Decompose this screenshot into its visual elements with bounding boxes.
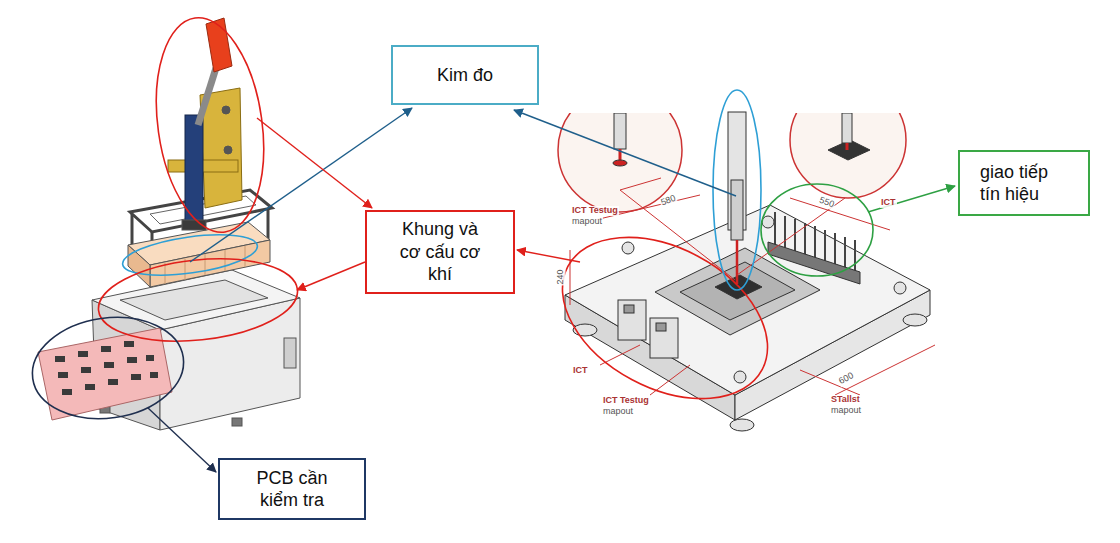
ict-fixture [784, 216, 786, 249]
press-fixture [124, 341, 134, 347]
ict-fixture [624, 305, 634, 313]
press-fixture [81, 367, 91, 373]
figure-label: 600 [837, 371, 857, 388]
press-fixture [224, 146, 232, 154]
figure-label: 580 [659, 193, 678, 208]
press-fixture [222, 106, 230, 114]
press-fixture [78, 351, 88, 357]
ict-fixture [794, 219, 796, 253]
ict-fixture [768, 242, 860, 284]
press-fixture [185, 259, 186, 280]
press-fixture [58, 372, 68, 378]
leader-line [257, 118, 372, 208]
figure-label: ICT [880, 198, 897, 208]
ict-fixture [835, 345, 935, 395]
press-fixture [245, 246, 246, 267]
ict-fixture [762, 216, 774, 228]
press-fixture [150, 372, 158, 378]
callout-text: giao tiếp tín hiệu [980, 161, 1068, 206]
leader-line [514, 110, 736, 196]
press-fixture [128, 245, 150, 287]
callout-text: PCB cần kiểm tra [244, 467, 340, 512]
callout-text: Khung và cơ cấu cơ khí [394, 218, 486, 286]
leader-line [297, 262, 365, 290]
highlight-ellipse [120, 228, 260, 283]
ict-fixture [824, 230, 826, 265]
ict-fixture [790, 198, 890, 230]
ict-fixture [620, 190, 735, 280]
press-fixture [284, 338, 296, 368]
figure-label: mapout [830, 406, 862, 416]
ict-fixture [620, 178, 661, 190]
figure-label: ICT [572, 366, 589, 376]
press-fixture [232, 418, 242, 426]
figure-label: 550 [817, 195, 836, 210]
ict-fixture [730, 419, 754, 431]
ict-fixture [736, 240, 739, 284]
press-fixture [104, 362, 114, 368]
press-fixture [92, 270, 300, 330]
highlight-ellipse [94, 250, 301, 350]
ict-fixture [558, 82, 935, 431]
ict-fixture [618, 300, 678, 358]
figure-label: mapout [602, 407, 634, 417]
press-fixture [225, 250, 226, 271]
leader-line [868, 186, 955, 212]
ict-fixture [800, 370, 860, 395]
leader-line [148, 108, 955, 472]
press-fixture [131, 374, 141, 380]
press-fixture [62, 389, 72, 395]
callout-box: Khung và cơ cấu cơ khí [365, 210, 515, 294]
press-fixture [146, 355, 154, 361]
ict-fixture [650, 318, 678, 358]
highlight-ellipse [26, 308, 190, 428]
press-fixture [55, 356, 65, 362]
callout-text: Kim đo [437, 64, 493, 87]
callout-box: PCB cần kiểm tra [218, 458, 366, 520]
ict-fixture [613, 160, 627, 166]
ict-fixture [573, 216, 927, 431]
ict-fixture [894, 282, 906, 294]
press-fixture [38, 18, 300, 430]
callout-box: giao tiếp tín hiệu [958, 150, 1090, 216]
press-fixture [205, 254, 206, 275]
press-fixture [198, 68, 216, 125]
ict-fixture [814, 226, 816, 261]
ict-fixture [842, 113, 852, 143]
press-fixture [108, 379, 118, 385]
press-fixture [165, 263, 166, 284]
figure-label: 240 [556, 268, 566, 285]
ict-fixture [622, 242, 634, 254]
press-fixture [120, 280, 268, 320]
figure-label: ICT Testug [571, 206, 619, 216]
ict-fixture [570, 250, 571, 305]
callout-box: Kim đo [391, 45, 539, 105]
ict-fixture [618, 300, 646, 340]
ict-fixture [614, 113, 626, 149]
figure-label: mapout [571, 217, 603, 227]
ict-fixture [570, 178, 935, 395]
press-fixture [101, 346, 111, 352]
ict-fixture [903, 314, 927, 326]
highlight-ellipse [535, 205, 795, 432]
ict-fixture [846, 143, 849, 150]
highlight-ellipse [761, 184, 873, 276]
ict-fixture [558, 113, 682, 212]
highlight-ellipse [26, 11, 873, 432]
ict-fixture [656, 323, 666, 331]
leader-line [148, 408, 216, 472]
highlight-ellipse [143, 11, 276, 239]
figure-label: STallst [830, 395, 861, 405]
ict-fixture [565, 205, 930, 395]
figure-label: ICT Testug [602, 396, 650, 406]
ict-fixture [804, 223, 806, 257]
press-fixture [85, 384, 95, 390]
ict-fixture [774, 212, 776, 245]
ict-fixture [734, 371, 746, 383]
press-fixture [127, 357, 137, 363]
ict-fixture [731, 180, 743, 240]
press-fixture [55, 341, 158, 395]
leader-line [517, 250, 580, 262]
